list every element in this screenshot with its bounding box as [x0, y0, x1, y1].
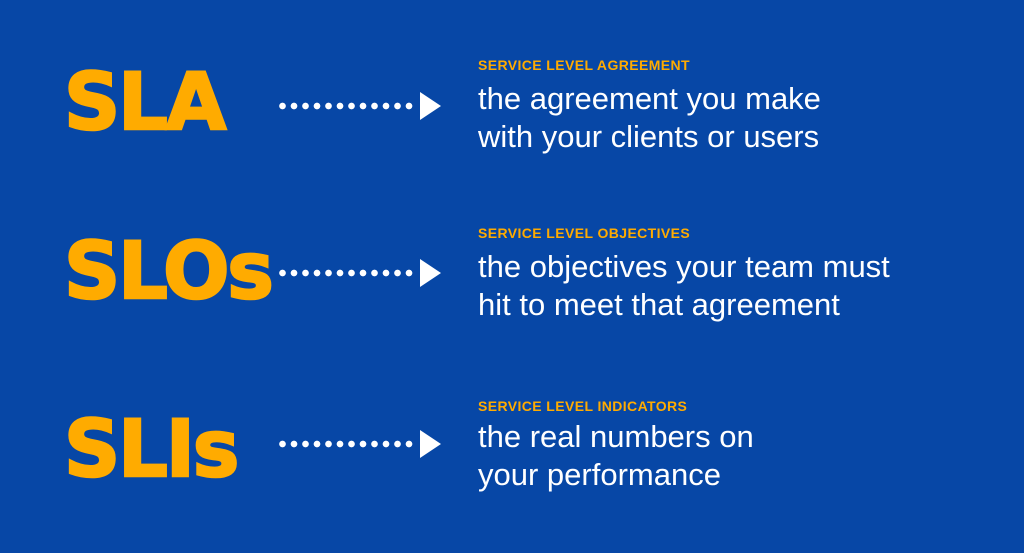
slis-description-line2: your performance [478, 457, 721, 492]
sla-acronym: SLA [63, 58, 228, 148]
arrow-dots [277, 429, 417, 459]
dotted-arrow-icon [277, 258, 441, 288]
dotted-arrow-icon [277, 91, 441, 121]
slis-description: the real numbers on your performance [478, 418, 754, 494]
arrow-head [420, 259, 441, 287]
arrow-dots [277, 258, 417, 288]
slis-label: SERVICE LEVEL INDICATORS [478, 398, 688, 414]
slos-acronym: SLOs [63, 227, 275, 317]
slis-acronym: SLIs [63, 405, 241, 495]
slos-description-line2: hit to meet that agreement [478, 287, 840, 322]
arrow-head [420, 92, 441, 120]
sla-description: the agreement you make with your clients… [478, 80, 821, 156]
slos-label: SERVICE LEVEL OBJECTIVES [478, 225, 691, 241]
dotted-arrow-icon [277, 429, 441, 459]
slos-description-line1: the objectives your team must [478, 249, 890, 284]
slos-description: the objectives your team must hit to mee… [478, 248, 890, 324]
arrow-dots [277, 91, 417, 121]
sla-description-line1: the agreement you make [478, 81, 821, 116]
slis-description-line1: the real numbers on [478, 419, 754, 454]
arrow-head [420, 430, 441, 458]
sla-label: SERVICE LEVEL AGREEMENT [478, 57, 690, 73]
sla-description-line2: with your clients or users [478, 119, 820, 154]
